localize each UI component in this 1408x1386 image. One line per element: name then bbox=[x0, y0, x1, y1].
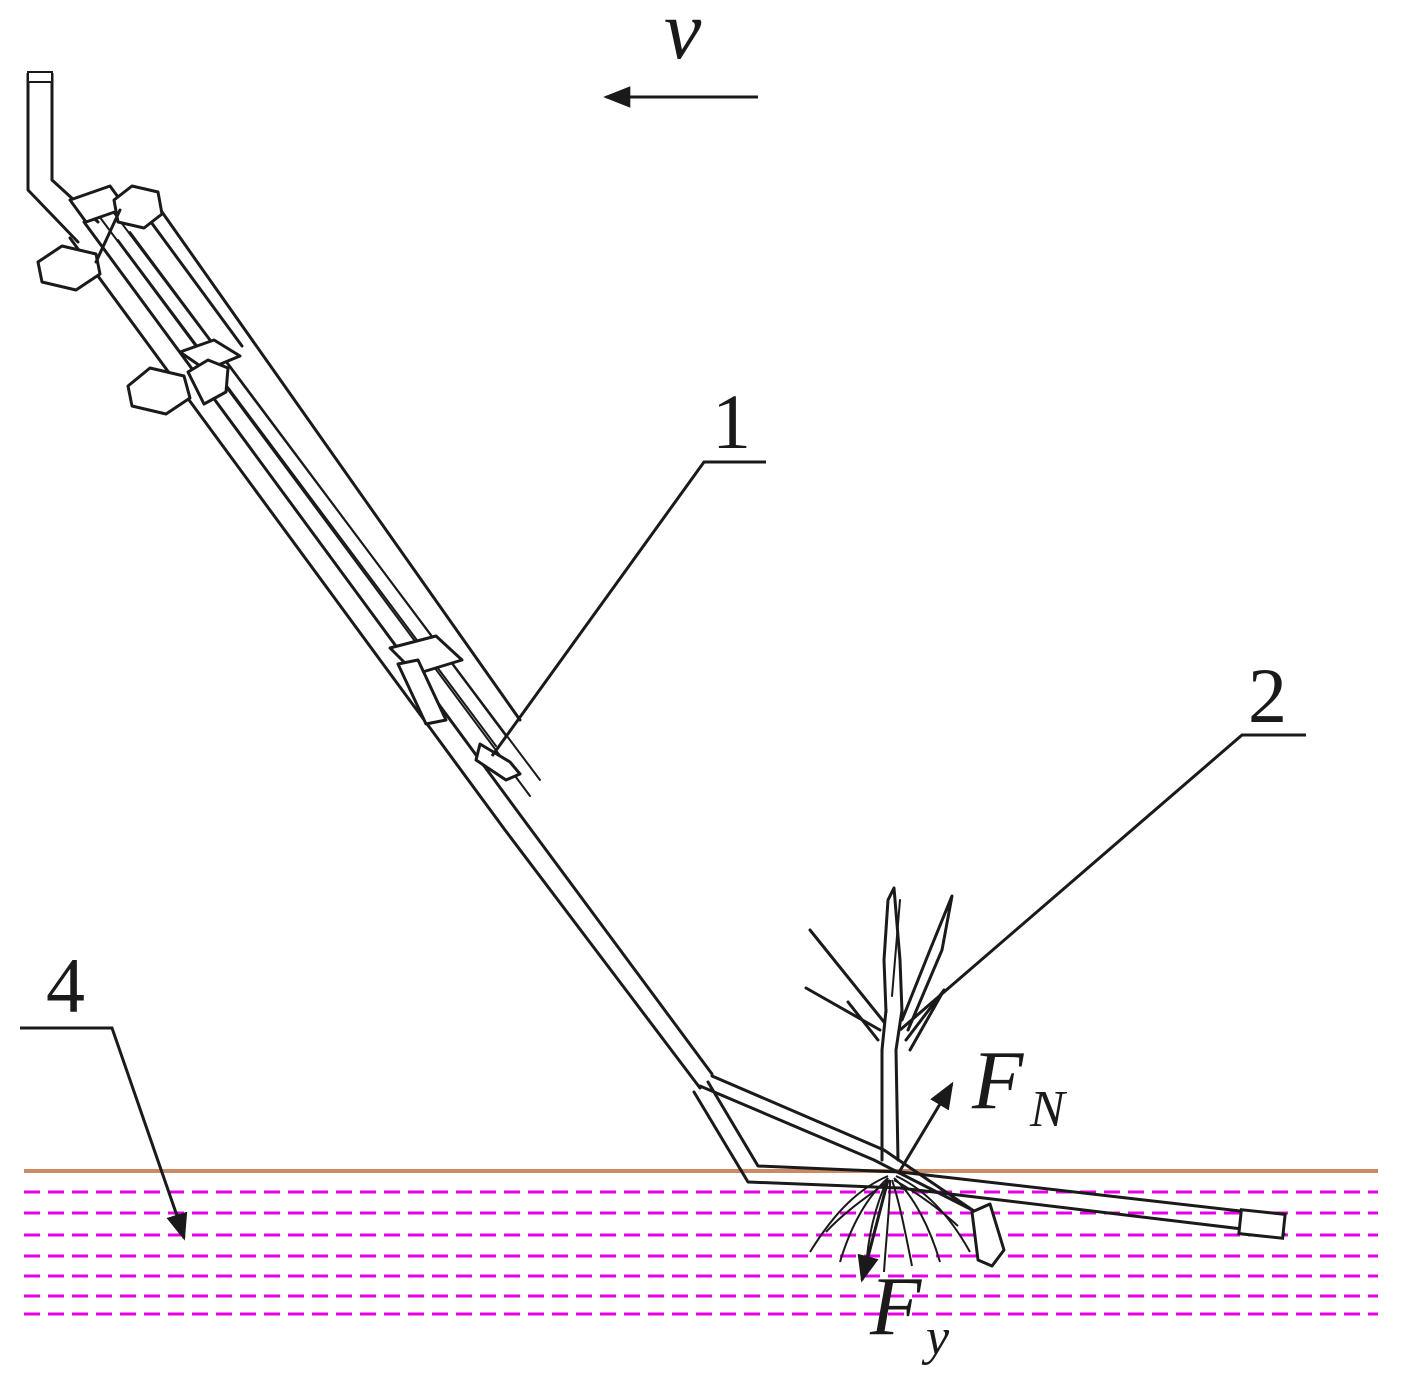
force-normal-vector: F N bbox=[896, 1034, 1068, 1175]
force-normal-symbol: F bbox=[971, 1034, 1025, 1127]
force-y-vector: F y bbox=[857, 1179, 950, 1366]
callout-4: 4 bbox=[20, 942, 188, 1241]
weed-plant-icon bbox=[804, 886, 971, 1273]
bolt-lower bbox=[126, 358, 230, 416]
force-normal-subscript: N bbox=[1029, 1081, 1068, 1138]
force-y-symbol: F bbox=[869, 1260, 923, 1353]
velocity-label: v bbox=[664, 0, 702, 77]
soil-layers-icon bbox=[24, 1190, 1378, 1316]
velocity-arrow: v bbox=[603, 0, 758, 108]
callout-2: 2 bbox=[899, 652, 1306, 1032]
callout-2-label: 2 bbox=[1248, 652, 1287, 739]
bolt-upper bbox=[36, 184, 164, 292]
force-y-subscript: y bbox=[921, 1309, 950, 1366]
callout-1: 1 bbox=[490, 378, 766, 757]
callout-4-label: 4 bbox=[46, 942, 85, 1029]
callout-1-label: 1 bbox=[712, 378, 751, 465]
cultivator-shank-icon bbox=[26, 71, 1287, 1268]
